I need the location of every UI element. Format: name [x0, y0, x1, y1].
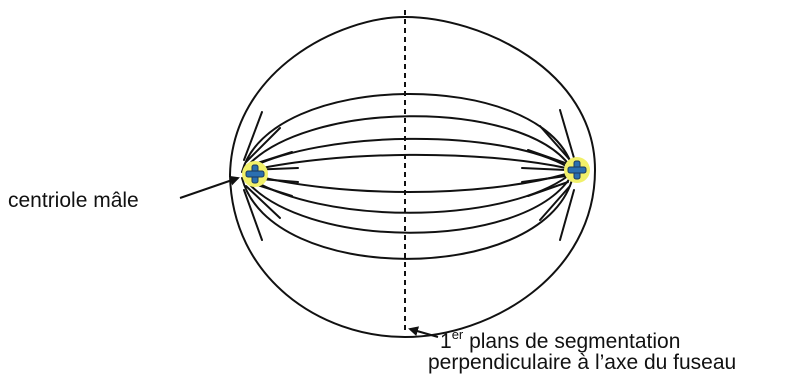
cell-outline: [228, 15, 597, 339]
spindle-fibers: [241, 93, 573, 260]
right-aster-rays: [521, 109, 575, 241]
segmentation-plane-label-line1: 1er plans de segmentation: [440, 328, 680, 352]
plane-number: 1: [440, 330, 452, 353]
centriole-left-icon: [245, 164, 265, 184]
centriole-label: centriole mâle: [8, 189, 139, 212]
segmentation-plane-label-line2: perpendiculaire à l’axe du fuseau: [428, 351, 737, 374]
right-centriole: [564, 157, 590, 183]
plane-superscript: er: [451, 327, 464, 342]
centriole-right-icon: [567, 160, 587, 180]
centriole-arrow: [179, 175, 240, 199]
plane-text: plans de segmentation: [463, 330, 681, 353]
left-centriole: [242, 161, 268, 187]
plane-arrow: [408, 326, 439, 338]
